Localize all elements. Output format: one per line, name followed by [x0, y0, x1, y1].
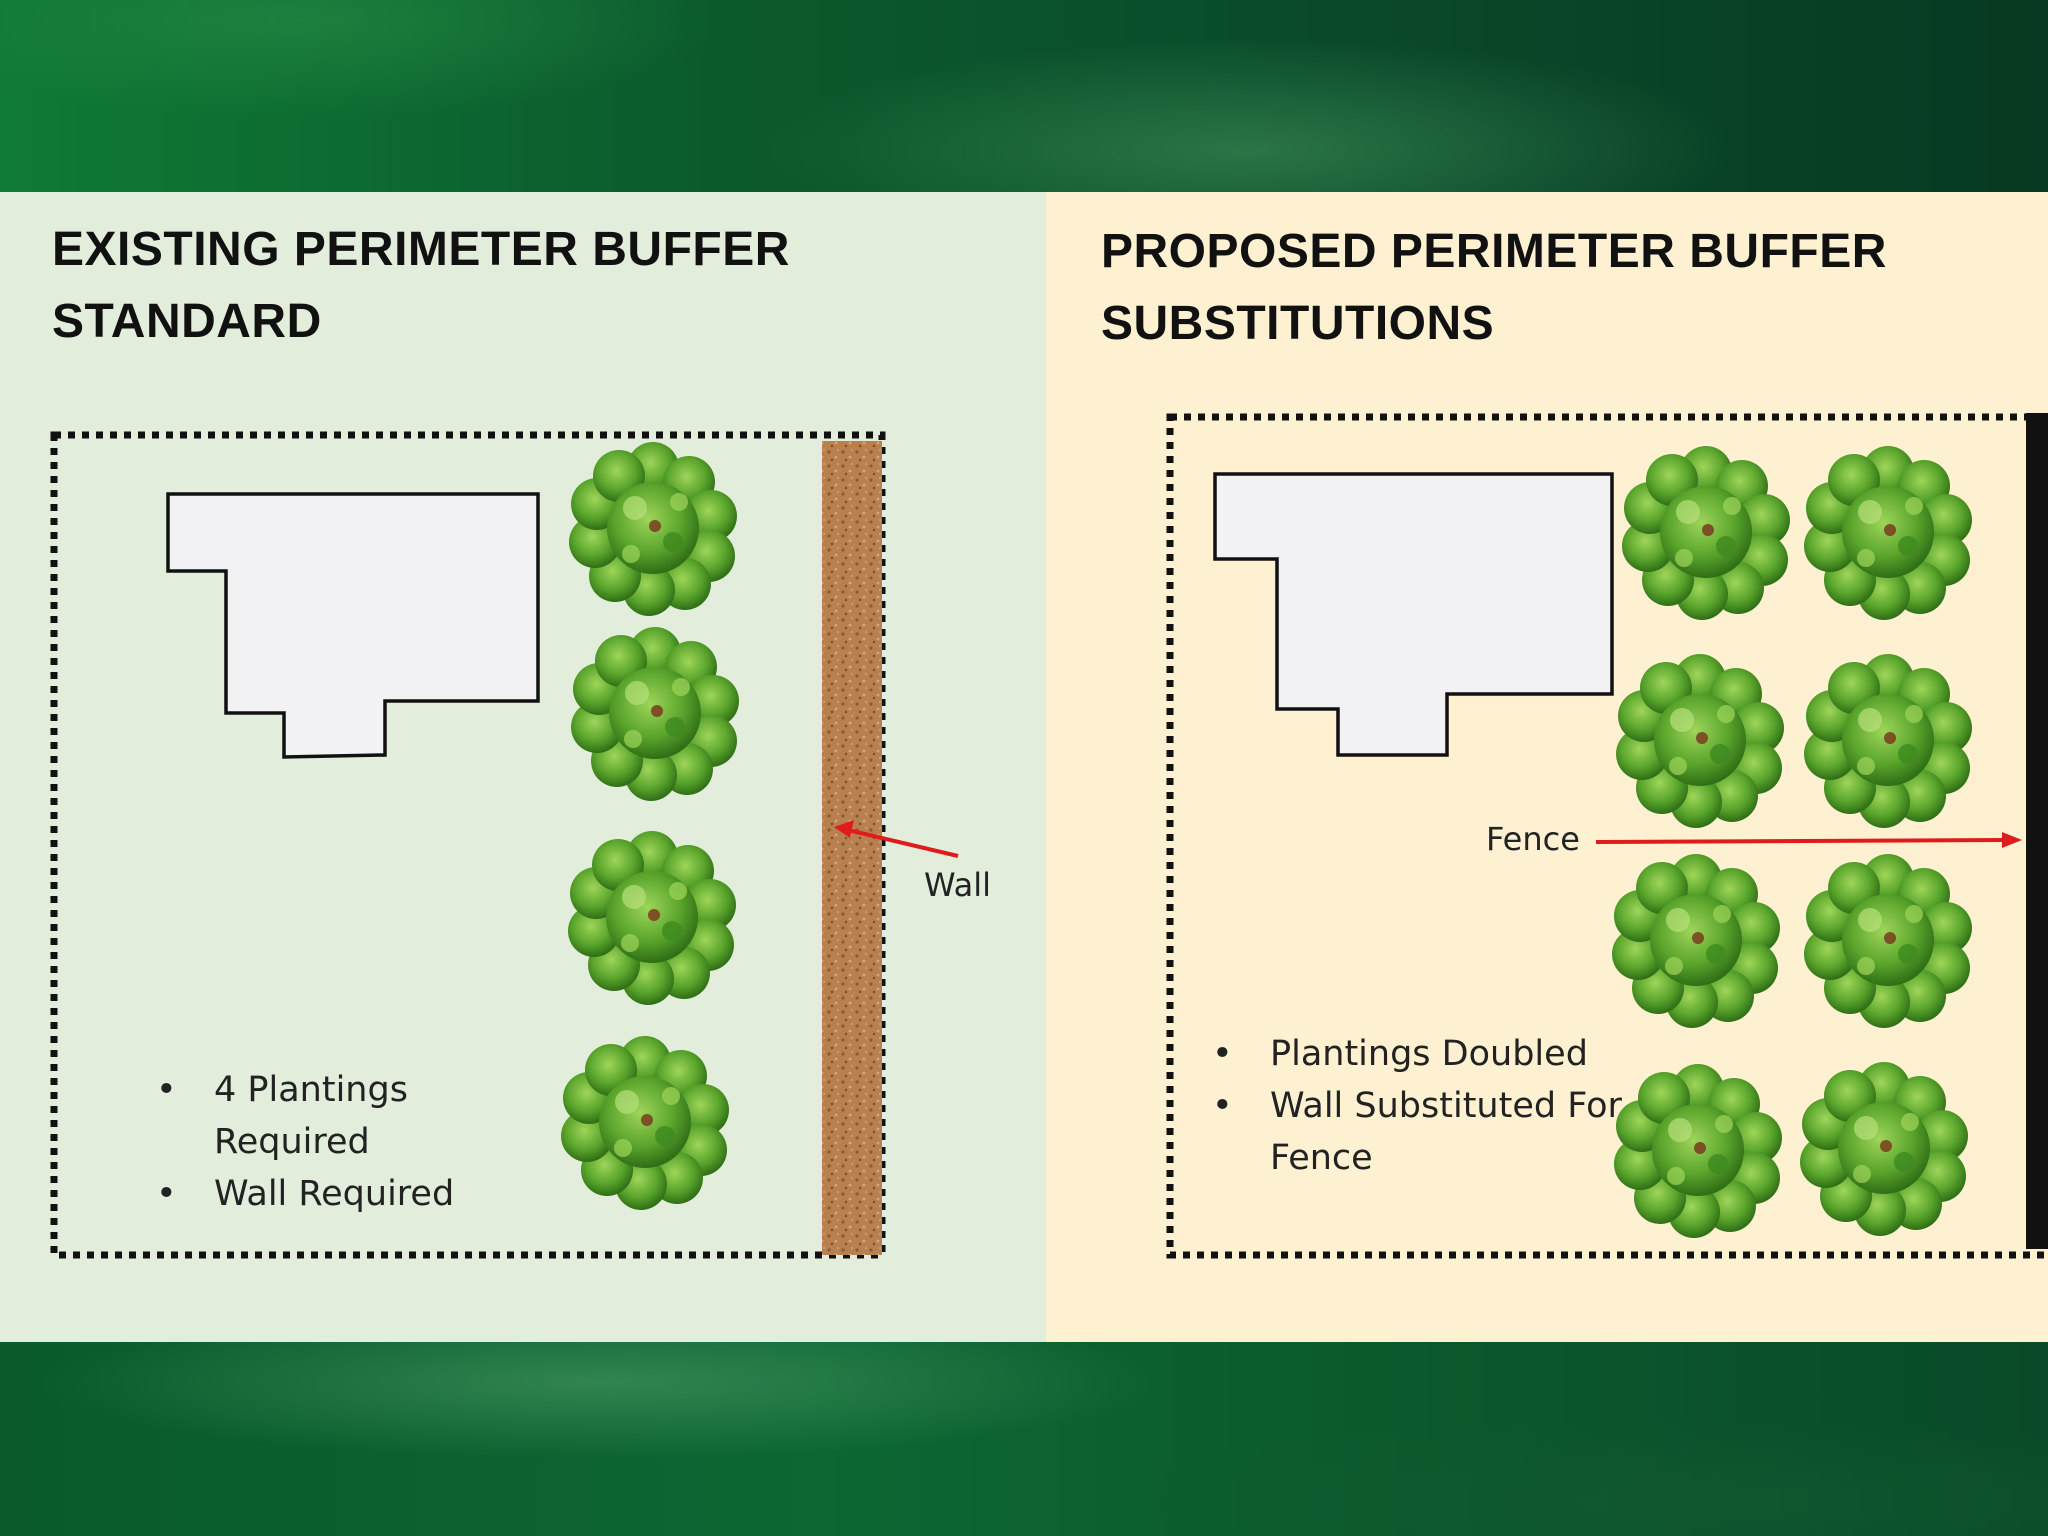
existing-requirements-list: 4 Plantings Required Wall Required — [156, 1064, 496, 1220]
existing-title-line-1: EXISTING PERIMETER BUFFER — [52, 223, 790, 276]
proposed-title-line-1: PROPOSED PERIMETER BUFFER — [1101, 225, 1887, 278]
proposed-fence — [2026, 413, 2048, 1249]
existing-tree-4 — [561, 1036, 729, 1210]
existing-title-line-2: STANDARD — [52, 295, 322, 348]
proposed-substitutions-list: Plantings Doubled Wall Substituted For F… — [1212, 1028, 1632, 1184]
proposed-building-footprint — [1213, 472, 1614, 757]
proposed-tree-5 — [1612, 854, 1780, 1028]
existing-wall — [822, 441, 882, 1255]
wall-arrow — [847, 828, 959, 858]
existing-building-footprint — [166, 492, 540, 759]
proposed-tree-7 — [1614, 1064, 1782, 1238]
bottom-decorative-band — [0, 1342, 2048, 1536]
proposed-tree-6 — [1804, 854, 1972, 1028]
list-item: Wall Required — [156, 1168, 496, 1220]
proposed-tree-1 — [1622, 446, 1790, 620]
proposed-tree-3 — [1616, 654, 1784, 828]
list-item: 4 Plantings Required — [156, 1064, 496, 1168]
proposed-substitutions-title: PROPOSED PERIMETER BUFFER SUBSTITUTIONS — [1101, 216, 1887, 360]
fence-label: Fence — [1486, 820, 1580, 858]
proposed-tree-2 — [1804, 446, 1972, 620]
top-decorative-band — [0, 0, 2048, 192]
existing-tree-2 — [571, 627, 739, 801]
proposed-lot-boundary — [1166, 413, 2048, 1259]
proposed-title-line-2: SUBSTITUTIONS — [1101, 297, 1495, 350]
proposed-tree-4 — [1804, 654, 1972, 828]
existing-standard-title: EXISTING PERIMETER BUFFER STANDARD — [52, 214, 790, 358]
fence-arrow — [1595, 838, 2005, 844]
list-item: Plantings Doubled — [1212, 1028, 1632, 1080]
existing-tree-1 — [569, 442, 737, 616]
wall-label: Wall — [924, 866, 991, 904]
proposed-tree-8 — [1800, 1062, 1968, 1236]
wall-arrowhead — [834, 820, 854, 838]
fence-arrowhead — [2002, 832, 2022, 848]
existing-tree-3 — [568, 831, 736, 1005]
list-item: Wall Substituted For Fence — [1212, 1080, 1632, 1184]
